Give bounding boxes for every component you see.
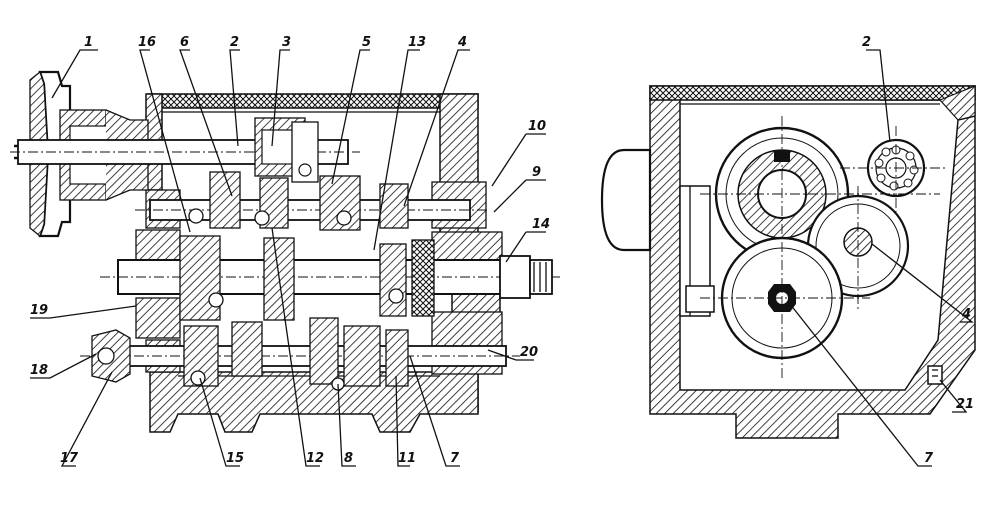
callout-8: 8: [344, 451, 353, 466]
callout-16: 16: [138, 35, 156, 50]
cross-gears: [714, 126, 926, 360]
callout-1: 1: [84, 35, 93, 50]
callout-7: 7: [924, 451, 934, 466]
callout-5: 5: [362, 35, 371, 50]
right-callouts: 2 4 21 7: [862, 35, 974, 466]
main-spindle: [100, 235, 560, 321]
right-leader-lines: [789, 49, 974, 467]
callout-4: 4: [961, 307, 971, 322]
upper-shaft: [135, 171, 490, 231]
callout-10: 10: [528, 119, 546, 134]
cross-housing: [600, 85, 976, 439]
callout-11: 11: [398, 451, 416, 466]
left-callouts: 1 16 6 2 3 5 13 4 10 9 14 20 7 11 8 12 1…: [30, 35, 550, 466]
callout-15: 15: [226, 451, 244, 466]
lower-shaft: [80, 317, 520, 391]
callout-4: 4: [457, 35, 467, 50]
cross-centerlines: [700, 116, 946, 380]
callout-12: 12: [306, 451, 324, 466]
callout-13: 13: [408, 35, 426, 50]
callout-19: 19: [30, 303, 48, 318]
callout-2: 2: [862, 35, 871, 50]
callout-18: 18: [30, 363, 48, 378]
input-shaft: [10, 117, 360, 183]
right-section-view: 2 4 21 7: [600, 35, 976, 467]
left-leader-lines: [30, 49, 546, 467]
left-section-view: 1 16 6 2 3 5 13 4 10 9 14 20 7 11 8 12 1…: [10, 35, 560, 467]
callout-9: 9: [532, 165, 541, 180]
callout-6: 6: [180, 35, 189, 50]
callout-14: 14: [532, 217, 550, 232]
callout-3: 3: [282, 35, 291, 50]
callout-21: 21: [956, 397, 974, 412]
callout-7: 7: [450, 451, 460, 466]
callout-20: 20: [520, 345, 538, 360]
callout-2: 2: [230, 35, 239, 50]
callout-17: 17: [60, 451, 79, 466]
